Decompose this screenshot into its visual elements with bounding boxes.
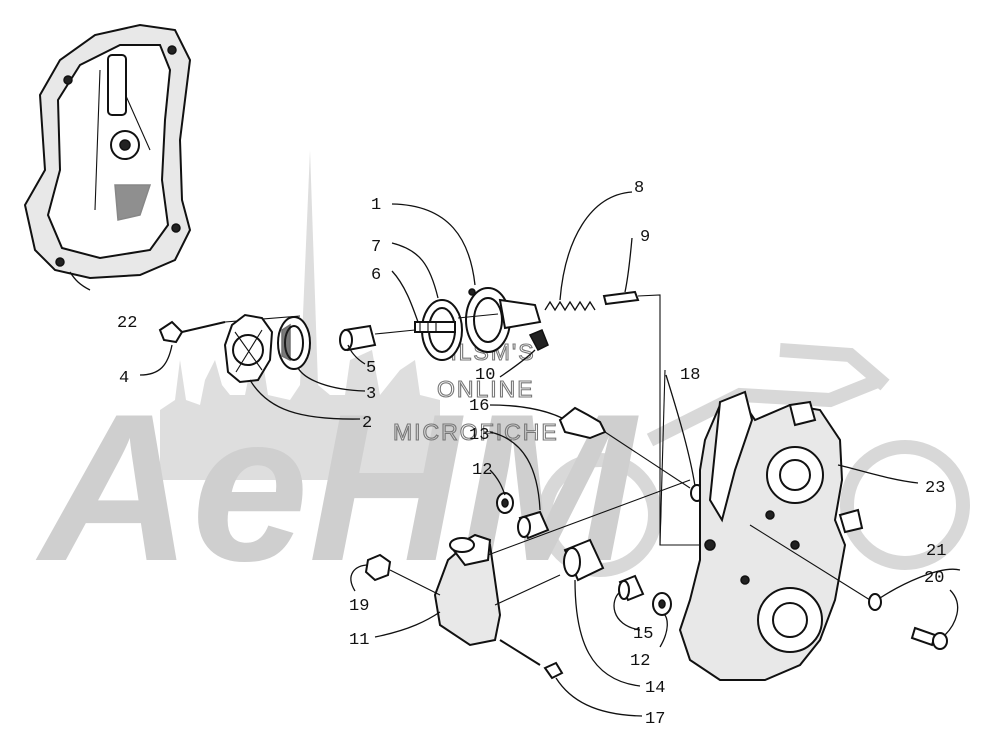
callout-2: 2 [362, 414, 372, 433]
callout-21: 21 [926, 542, 946, 561]
part-22-cover [23, 23, 192, 280]
leader-lines [69, 191, 961, 717]
part-6-pin [414, 321, 456, 333]
callout-9: 9 [640, 228, 650, 247]
callout-15: 15 [633, 625, 653, 644]
watermark-motorcycle [538, 343, 970, 577]
part-5-bushing [339, 324, 416, 352]
part-8-spring [544, 300, 596, 312]
callout-16: 16 [469, 397, 489, 416]
callout-12-top: 12 [472, 461, 492, 480]
callout-6: 6 [371, 266, 381, 285]
callout-labels: 1 2 3 4 5 6 7 8 9 10 11 12 12 13 14 15 1… [117, 179, 946, 729]
part-17-bolt [499, 639, 564, 680]
part-2-spider [223, 313, 274, 384]
part-19-nut [364, 553, 441, 596]
callout-7: 7 [371, 238, 381, 257]
callout-17: 17 [645, 710, 665, 729]
part-20-bolt [910, 626, 948, 650]
part-14-spacer [563, 538, 605, 582]
callout-22: 22 [117, 314, 137, 333]
part-15-bushing [618, 574, 645, 602]
part-3-ring [277, 316, 311, 370]
callout-5: 5 [366, 359, 376, 378]
callout-12-bottom: 12 [630, 652, 650, 671]
callout-14: 14 [645, 679, 665, 698]
callout-18: 18 [680, 366, 700, 385]
part-13-spacer [517, 510, 550, 540]
part-18-guide-lines [659, 369, 704, 546]
part-1-housing [457, 287, 542, 353]
callout-20: 20 [924, 569, 944, 588]
callout-1: 1 [371, 196, 381, 215]
callout-13: 13 [469, 426, 489, 445]
part-16-bolt [558, 406, 691, 489]
part-11-lever-arm [433, 479, 691, 647]
part-10-screw [528, 329, 549, 351]
callout-3: 3 [366, 385, 376, 404]
callout-10: 10 [475, 366, 495, 385]
watermark: AeHM HLSM'S ONLINE MICROFICHE [35, 150, 970, 605]
callout-19: 19 [349, 597, 369, 616]
watermark-castle [160, 150, 440, 480]
callout-23: 23 [925, 479, 945, 498]
watermark-line-2: ONLINE [437, 376, 535, 402]
callout-8: 8 [634, 179, 644, 198]
part-9-pin [602, 290, 705, 546]
watermark-brand: AeHM [35, 370, 639, 605]
watermark-line-3: MICROFICHE [393, 419, 559, 445]
part-12-washer-top [496, 492, 514, 514]
part-23-gearcase [678, 390, 871, 681]
part-21-washer [868, 593, 882, 611]
callout-11: 11 [349, 631, 369, 650]
part-12-washer-bottom [652, 592, 672, 616]
callout-4: 4 [119, 369, 129, 388]
